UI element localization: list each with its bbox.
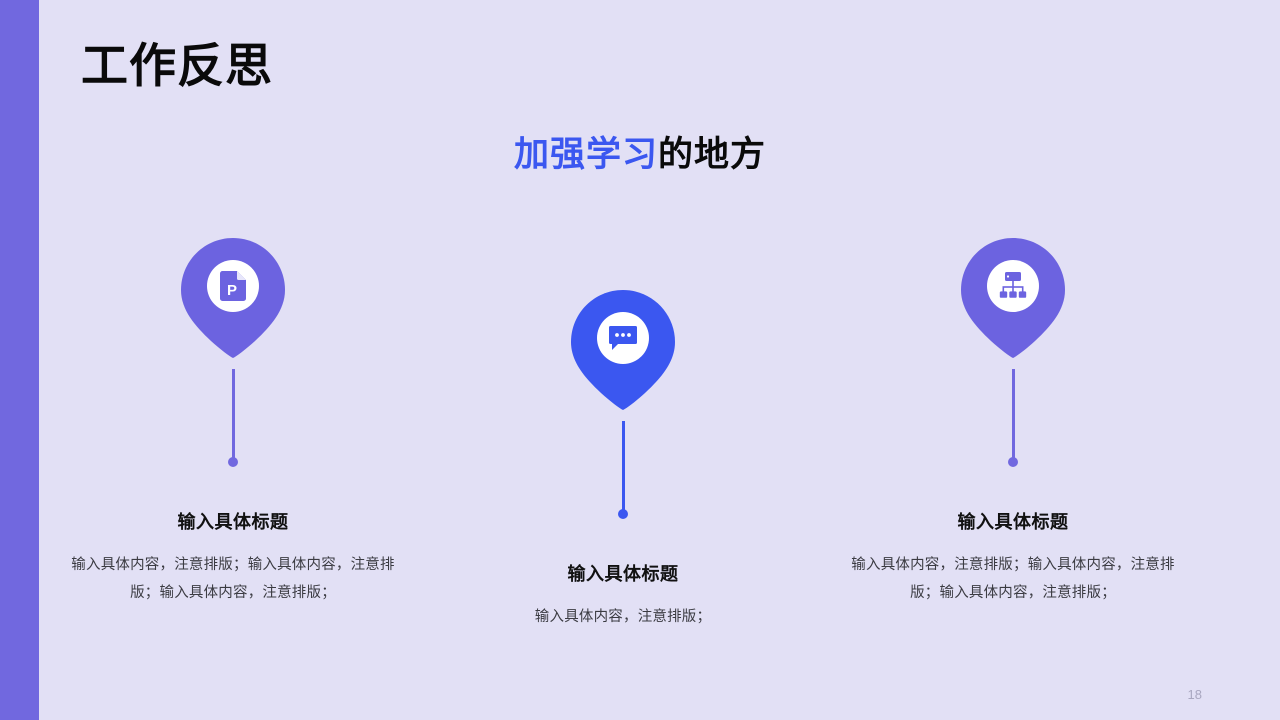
map-pin-3[interactable] bbox=[961, 238, 1065, 358]
pin-stem-line-3 bbox=[1011, 369, 1015, 461]
pin-stem-line-2 bbox=[621, 421, 625, 513]
column-body-1: 输入具体内容，注意排版；输入具体内容，注意排版；输入具体内容，注意排版； bbox=[71, 557, 395, 602]
column-body-2: 输入具体内容，注意排版； bbox=[534, 609, 712, 625]
sitemap-hierarchy-icon bbox=[987, 260, 1039, 312]
slide-subtitle: 加强学习的地方 bbox=[0, 126, 1280, 177]
svg-text:P: P bbox=[227, 282, 237, 299]
file-p-icon: P bbox=[207, 260, 259, 312]
column-title-1: 输入具体标题 bbox=[177, 512, 289, 532]
map-pin-2[interactable] bbox=[571, 290, 675, 410]
pin-stem-line-1 bbox=[231, 369, 235, 461]
left-accent-bar bbox=[0, 0, 39, 720]
subtitle-plain-text: 的地方 bbox=[658, 135, 767, 174]
map-pin-1[interactable]: P bbox=[181, 238, 285, 358]
column-title-2: 输入具体标题 bbox=[567, 564, 679, 584]
page-title: 工作反思 bbox=[81, 39, 273, 92]
pin-stem-dot-2 bbox=[618, 509, 628, 519]
pin-stem-dot-1 bbox=[228, 457, 238, 467]
pin-stem-dot-3 bbox=[1008, 457, 1018, 467]
column-title-3: 输入具体标题 bbox=[957, 512, 1069, 532]
chat-bubble-dots-icon bbox=[597, 312, 649, 364]
column-body-3: 输入具体内容，注意排版；输入具体内容，注意排版；输入具体内容，注意排版； bbox=[851, 557, 1175, 602]
page-number: 18 bbox=[1187, 687, 1202, 702]
subtitle-highlight-text: 加强学习 bbox=[513, 135, 658, 174]
